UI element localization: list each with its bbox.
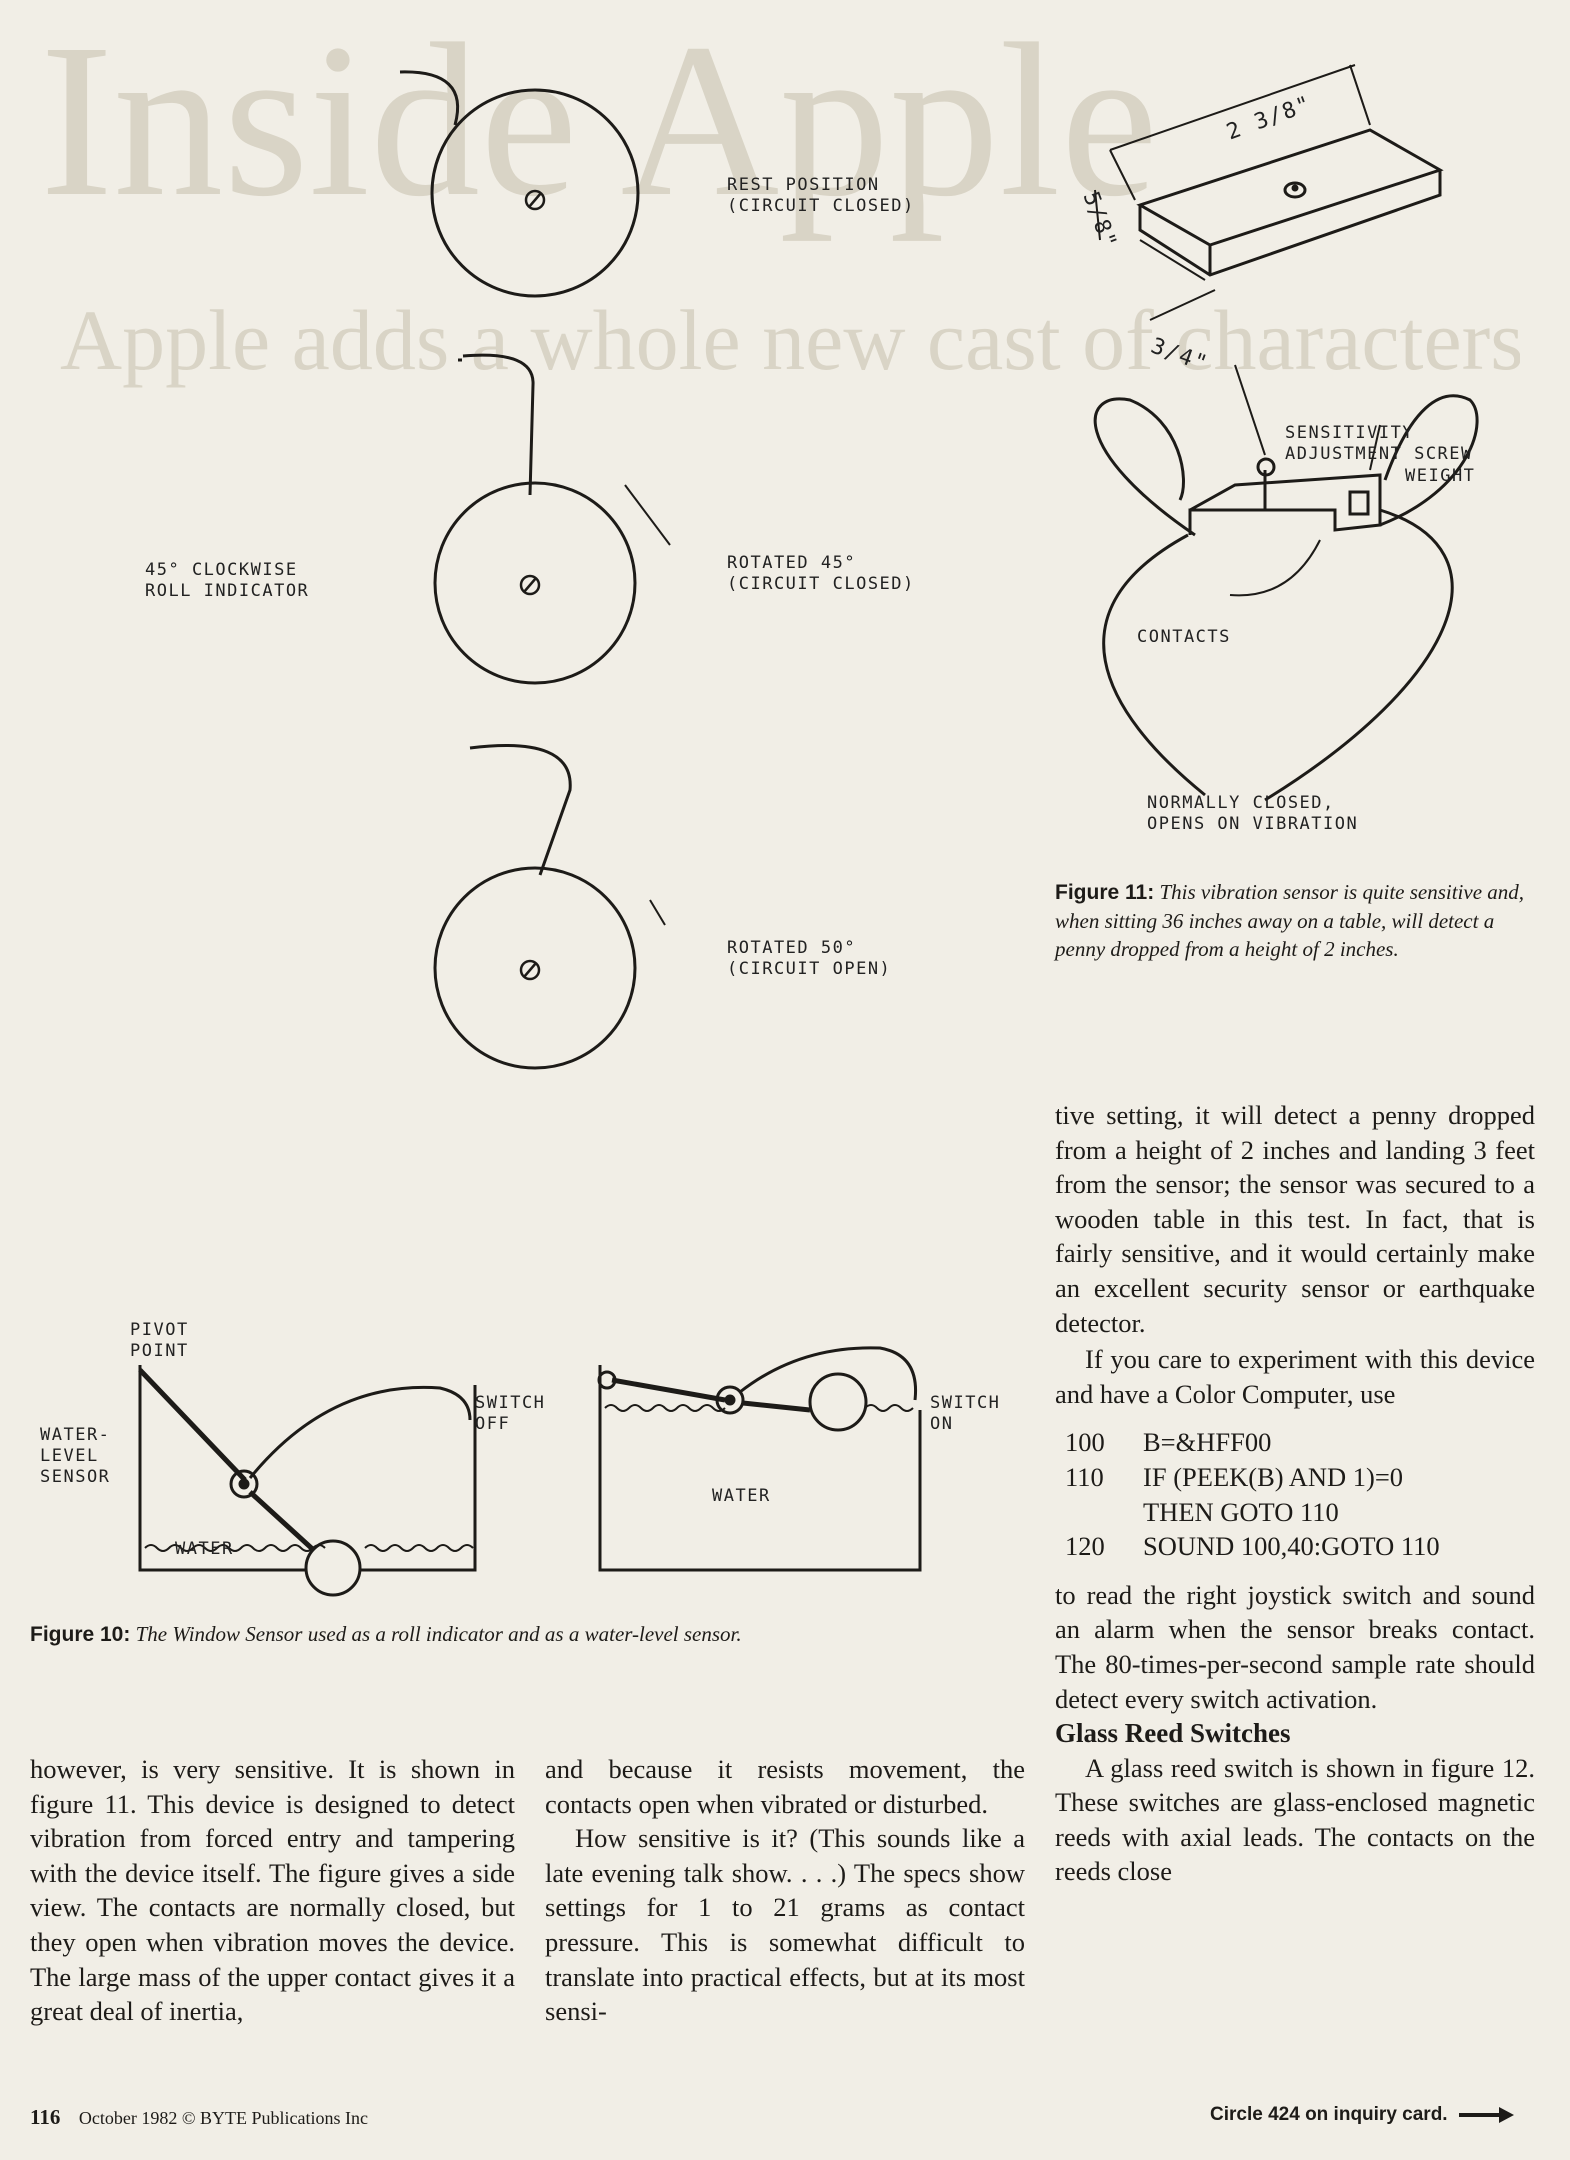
- column-3: tive setting, it will detect a penny dro…: [1055, 1098, 1535, 1889]
- rot45-sensor-wire: [458, 353, 535, 496]
- figure-10-caption-text: The Window Sensor used as a roll indicat…: [135, 1622, 742, 1646]
- figure-10-drawing: [138, 70, 922, 1597]
- right-tank: [598, 1365, 922, 1572]
- figure-10-caption: Figure 10: The Window Sensor used as a r…: [30, 1620, 1040, 1649]
- label-sensitivity-screw: SENSITIVITY ADJUSTMENT SCREW: [1285, 423, 1473, 464]
- label-water-left: WATER: [175, 1539, 234, 1559]
- label-rest-position: REST POSITION (CIRCUIT CLOSED): [727, 175, 915, 216]
- rot50-sensor-body: [433, 866, 637, 1070]
- figure-10-caption-label: Figure 10:: [30, 1623, 131, 1646]
- page-footer: 116 October 1982 © BYTE Publications Inc: [30, 2105, 368, 2130]
- arrow-right-icon: [1458, 2106, 1514, 2123]
- figure-11-caption-label: Figure 11:: [1055, 881, 1155, 904]
- label-pivot-point: PIVOT POINT: [130, 1320, 189, 1361]
- column-1: however, is very sensitive. It is shown …: [30, 1752, 515, 2029]
- col1-paragraph-1: however, is very sensitive. It is shown …: [30, 1754, 515, 2027]
- col2-paragraph-1: and because it resists movement, the con…: [545, 1754, 1025, 1819]
- inquiry-line: Circle 424 on inquiry card.: [1210, 2104, 1514, 2126]
- figure-11-caption-text: This vibration sensor is quite sensitive…: [1055, 880, 1525, 961]
- label-switch-off: SWITCH OFF: [475, 1393, 546, 1434]
- show-through-masthead: Inside Apple: [40, 0, 1159, 242]
- rest-sensor-body: [430, 88, 640, 298]
- figure-11-caption: Figure 11: This vibration sensor is quit…: [1055, 878, 1530, 963]
- column-2: and because it resists movement, the con…: [545, 1752, 1025, 2029]
- label-water-right: WATER: [712, 1486, 771, 1506]
- label-rotated-50: ROTATED 50° (CIRCUIT OPEN): [727, 938, 892, 979]
- code-line: THEN GOTO 110: [1143, 1496, 1339, 1527]
- inquiry-text: Circle 424 on inquiry card.: [1210, 2104, 1448, 2125]
- label-normally-closed: NORMALLY CLOSED, OPENS ON VIBRATION: [1147, 793, 1359, 834]
- rot50-sensor-wire: [469, 744, 572, 876]
- col3-paragraph-4: A glass reed switch is shown in figure 1…: [1055, 1752, 1535, 1887]
- col3-paragraph-2: If you care to experiment with this devi…: [1055, 1344, 1535, 1409]
- section-heading: Glass Reed Switches: [1055, 1718, 1291, 1749]
- figure-11-drawing: [1093, 64, 1479, 802]
- label-water-level-sensor: WATER- LEVEL SENSOR: [40, 1425, 111, 1487]
- label-switch-on: SWITCH ON: [930, 1393, 1001, 1434]
- label-rotated-45: ROTATED 45° (CIRCUIT CLOSED): [727, 553, 915, 594]
- rest-sensor-wire: [399, 70, 460, 126]
- box-top: [1136, 128, 1444, 247]
- label-weight: WEIGHT: [1405, 466, 1476, 486]
- col2-paragraph-2: How sensitive is it? (This sounds like a…: [545, 1823, 1025, 2027]
- publication-line: October 1982 © BYTE Publications Inc: [78, 2108, 368, 2128]
- col3-paragraph-1: tive setting, it will detect a penny dro…: [1055, 1100, 1535, 1338]
- rot45-sensor-body: [433, 481, 637, 685]
- label-contacts: CONTACTS: [1137, 627, 1231, 647]
- show-through-headline: Apple adds a whole new cast of character…: [60, 292, 1520, 388]
- label-roll-indicator: 45° CLOCKWISE ROLL INDICATOR: [145, 560, 310, 601]
- page-number: 116: [30, 2105, 61, 2129]
- col3-paragraph-3: to read the right joystick switch and so…: [1055, 1579, 1535, 1714]
